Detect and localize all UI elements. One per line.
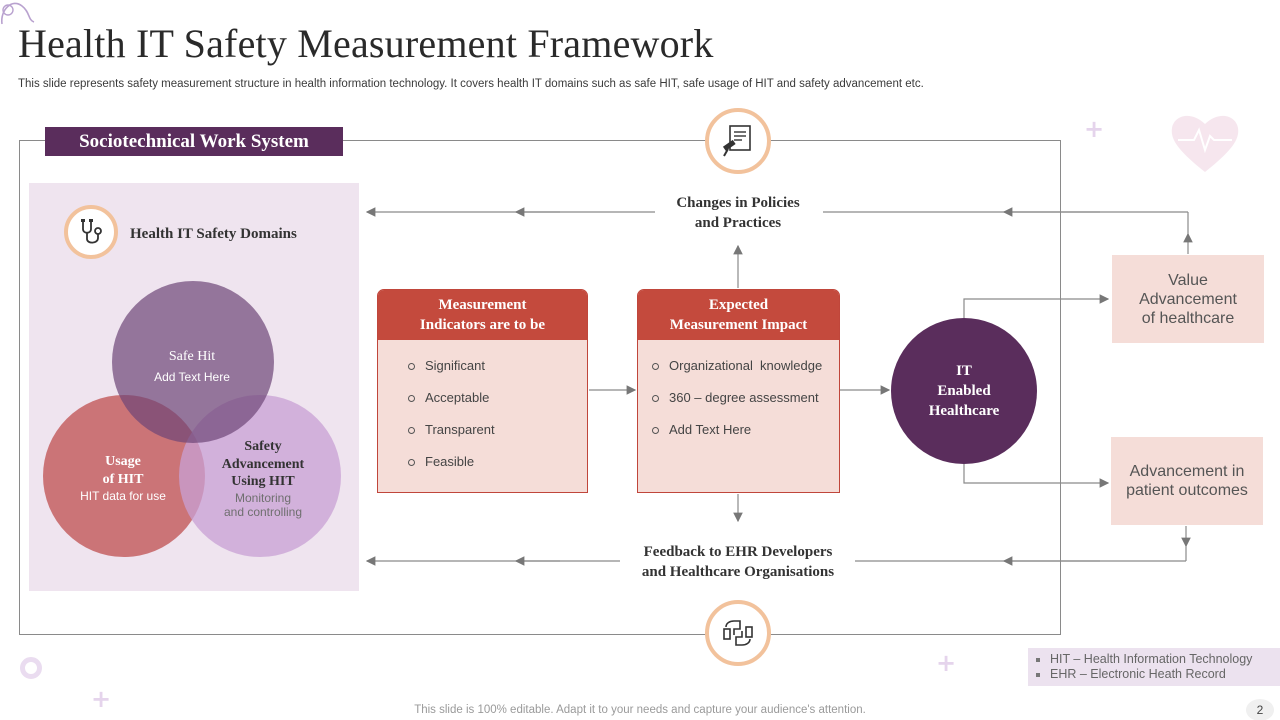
policies-label: Changes in Policies and Practices bbox=[640, 193, 836, 233]
indicators-list: Significant Acceptable Transparent Feasi… bbox=[378, 340, 587, 486]
it-enabled-healthcare-circle: IT Enabled Healthcare bbox=[891, 318, 1037, 464]
list-item: Transparent bbox=[408, 422, 587, 454]
legend-bullet-icon bbox=[1036, 658, 1040, 662]
legend-item-text: HIT – Health Information Technology bbox=[1050, 652, 1253, 666]
bullet-icon bbox=[408, 395, 415, 402]
page-number: 2 bbox=[1246, 699, 1274, 720]
value-advancement-l1: Value bbox=[1168, 271, 1208, 289]
policy-document-icon bbox=[705, 108, 771, 174]
sociotechnical-label: Sociotechnical Work System bbox=[45, 127, 343, 156]
decorative-ring-icon bbox=[20, 657, 42, 679]
list-item: Add Text Here bbox=[652, 422, 839, 454]
decorative-plus-icon: + bbox=[1084, 115, 1105, 143]
legend-item-text: EHR – Electronic Heath Record bbox=[1050, 667, 1226, 681]
policies-label-l2: and Practices bbox=[694, 215, 782, 231]
decorative-plus-icon: + bbox=[91, 685, 112, 713]
bullet-icon bbox=[652, 363, 659, 370]
venn-safety-sub-l2: and controlling bbox=[223, 505, 303, 519]
venn-circle-safe-hit bbox=[112, 281, 274, 443]
legend-item: EHR – Electronic Heath Record bbox=[1036, 667, 1280, 682]
handshake-icon bbox=[705, 600, 771, 666]
venn-usage-title-l2: of HIT bbox=[102, 472, 144, 487]
impact-title-l1: Expected bbox=[708, 297, 769, 313]
list-item: Organizational knowledge bbox=[652, 358, 839, 390]
bullet-icon bbox=[652, 395, 659, 402]
page-title: Health IT Safety Measurement Framework bbox=[18, 21, 714, 66]
patient-outcomes-l1: Advancement in bbox=[1129, 463, 1245, 480]
impact-item: Organizational knowledge bbox=[669, 358, 823, 373]
venn-safety-sub-l1: Monitoring bbox=[234, 491, 292, 505]
impact-header: Expected Measurement Impact bbox=[638, 290, 839, 340]
decorative-heart-icon bbox=[1171, 115, 1239, 172]
impact-item: Add Text Here bbox=[669, 422, 752, 437]
venn-safe-hit-title: Safe Hit bbox=[168, 349, 216, 364]
feedback-label-l1: Feedback to EHR Developers bbox=[643, 544, 833, 560]
domains-title: Health IT Safety Domains bbox=[130, 226, 297, 242]
venn-safe-hit-sub: Add Text Here bbox=[154, 370, 230, 384]
footer-note: This slide is 100% editable. Adapt it to… bbox=[414, 704, 866, 716]
list-item: Feasible bbox=[408, 454, 587, 486]
feedback-label-l2: and Healthcare Organisations bbox=[641, 564, 835, 580]
stethoscope-icon bbox=[64, 205, 118, 259]
decorative-plus-icon: + bbox=[936, 649, 957, 677]
impact-item: 360 – degree assessment bbox=[669, 390, 819, 405]
venn-safety-title-l3: Using HIT bbox=[231, 474, 295, 489]
indicator-item: Feasible bbox=[425, 454, 475, 469]
indicators-header: Measurement Indicators are to be bbox=[378, 290, 587, 340]
indicator-item: Transparent bbox=[425, 422, 495, 437]
sociotechnical-frame bbox=[19, 140, 1061, 635]
impact-title-l2: Measurement Impact bbox=[669, 317, 808, 333]
it-circle-l3: Healthcare bbox=[928, 403, 1000, 419]
legend-item: HIT – Health Information Technology bbox=[1036, 652, 1280, 667]
venn-safe-hit-text: Safe Hit Add Text Here bbox=[132, 348, 252, 384]
list-item: Acceptable bbox=[408, 390, 587, 422]
indicators-title-l1: Measurement bbox=[438, 297, 527, 313]
value-advancement-l3: of healthcare bbox=[1141, 309, 1235, 327]
page-subtitle: This slide represents safety measurement… bbox=[18, 78, 924, 90]
indicator-item: Significant bbox=[425, 358, 485, 373]
venn-safety-title-l1: Safety bbox=[244, 439, 282, 454]
venn-usage-title-l1: Usage bbox=[105, 454, 141, 469]
venn-safety-text: Safety Advancement Using HIT Monitoring … bbox=[202, 438, 324, 519]
bullet-icon bbox=[408, 363, 415, 370]
abbreviation-legend: HIT – Health Information Technology EHR … bbox=[1028, 648, 1280, 686]
value-advancement-l2: Advancement bbox=[1139, 290, 1237, 308]
indicator-item: Acceptable bbox=[425, 390, 490, 405]
impact-box: Expected Measurement Impact Organization… bbox=[637, 289, 840, 493]
bullet-icon bbox=[408, 459, 415, 466]
patient-outcomes-box: Advancement in patient outcomes bbox=[1111, 437, 1263, 525]
impact-list: Organizational knowledge 360 – degree as… bbox=[638, 340, 839, 454]
list-item: Significant bbox=[408, 358, 587, 390]
venn-safety-title-l2: Advancement bbox=[221, 457, 305, 472]
indicators-title-l2: Indicators are to be bbox=[419, 317, 546, 333]
indicators-box: Measurement Indicators are to be Signifi… bbox=[377, 289, 588, 493]
value-advancement-box: Value Advancement of healthcare bbox=[1112, 255, 1264, 343]
bullet-icon bbox=[652, 427, 659, 434]
it-circle-l1: IT bbox=[956, 363, 972, 379]
venn-usage-text: Usage of HIT HIT data for use bbox=[63, 453, 183, 503]
list-item: 360 – degree assessment bbox=[652, 390, 839, 422]
decorative-stethoscope-doodle bbox=[1, 2, 35, 25]
policies-label-l1: Changes in Policies bbox=[676, 195, 800, 211]
venn-usage-sub: HIT data for use bbox=[80, 489, 166, 503]
patient-outcomes-l2: patient outcomes bbox=[1126, 482, 1248, 499]
it-circle-l2: Enabled bbox=[937, 383, 991, 399]
legend-bullet-icon bbox=[1036, 673, 1040, 677]
feedback-label: Feedback to EHR Developers and Healthcar… bbox=[618, 542, 858, 582]
bullet-icon bbox=[408, 427, 415, 434]
